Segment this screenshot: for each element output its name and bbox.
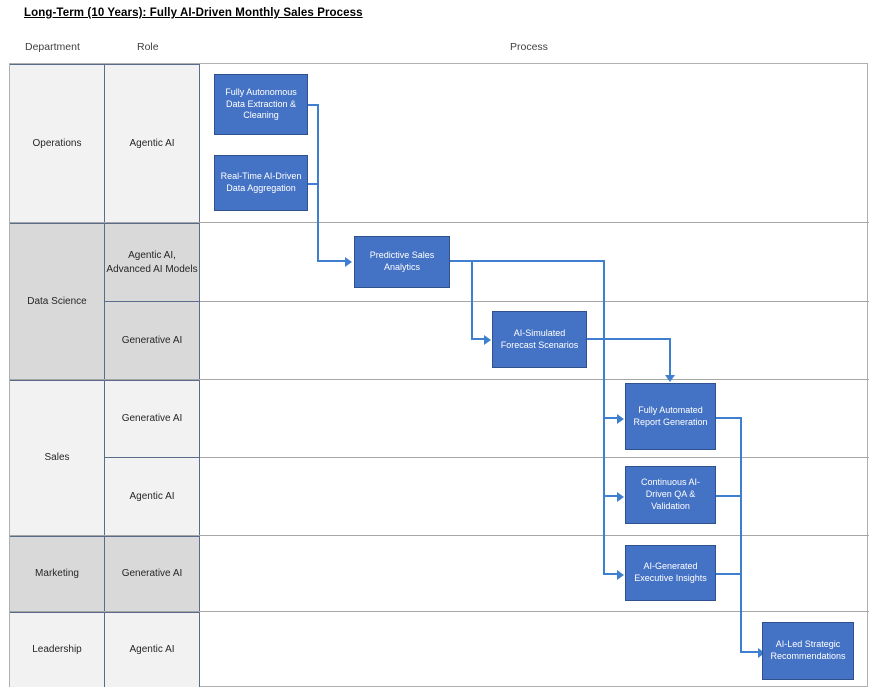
arrowhead-into-insights xyxy=(617,570,624,580)
arrowhead-into-qa xyxy=(617,492,624,502)
connector-predict-to-forecast-v xyxy=(471,260,473,339)
arrowhead-into-strategy xyxy=(758,648,765,658)
column-header-role: Role xyxy=(137,41,159,53)
connector-trunk-to-qa xyxy=(603,495,619,497)
process-node-strategy[interactable]: AI-Led Strategic Recommendations xyxy=(762,622,854,680)
column-header-process: Process xyxy=(510,41,548,53)
arrowhead-into-forecast xyxy=(484,335,491,345)
process-node-aggregate[interactable]: Real-Time AI-Driven Data Aggregation xyxy=(214,155,308,211)
department-cell-operations: Operations xyxy=(10,64,105,222)
connector-trunk-to-report xyxy=(603,417,619,419)
swimlane-band-leadership: Leadership Agentic AI xyxy=(10,612,869,687)
swimlane-band-sales: Sales Generative AI Agentic AI xyxy=(10,380,869,536)
connector-forecast-down xyxy=(669,338,671,376)
process-node-predict[interactable]: Predictive Sales Analytics xyxy=(354,236,450,288)
connector-report-out xyxy=(716,417,742,419)
process-node-qa[interactable]: Continuous AI-Driven QA & Validation xyxy=(625,466,716,524)
process-node-forecast[interactable]: AI-Simulated Forecast Scenarios xyxy=(492,311,587,368)
column-header-department: Department xyxy=(25,41,80,53)
department-cell-marketing: Marketing xyxy=(10,536,105,611)
arrowhead-forecast-into-report xyxy=(665,375,675,382)
role-cell-operations-agentic-ai: Agentic AI xyxy=(105,64,200,222)
arrowhead-into-report xyxy=(617,414,624,424)
role-cell-data-science-generative-ai: Generative AI xyxy=(105,302,200,379)
role-cell-leadership-agentic-ai: Agentic AI xyxy=(105,612,200,687)
connector-collector-trunk xyxy=(740,417,742,653)
connector-qa-out xyxy=(716,495,742,497)
connector-into-strategy xyxy=(740,651,762,653)
department-cell-leadership: Leadership xyxy=(10,612,105,687)
connector-aggregate-out xyxy=(308,183,319,185)
process-node-report[interactable]: Fully Automated Report Generation xyxy=(625,383,716,450)
connector-trunk-to-insights xyxy=(603,573,619,575)
page-title: Long-Term (10 Years): Fully AI-Driven Mo… xyxy=(24,7,363,19)
sub-row-divider xyxy=(200,457,869,458)
connector-predict-out xyxy=(450,260,605,262)
role-cell-data-science-advanced-models: Agentic AI, Advanced AI Models xyxy=(105,223,200,302)
role-cell-sales-generative-ai: Generative AI xyxy=(105,380,200,458)
arrowhead-into-predict xyxy=(345,257,352,267)
connector-extract-down xyxy=(317,104,319,260)
swimlane-grid: Operations Agentic AI Data Science Agent… xyxy=(9,63,869,687)
department-cell-data-science: Data Science xyxy=(10,223,105,379)
process-node-insights[interactable]: AI-Generated Executive Insights xyxy=(625,545,716,601)
connector-insights-out xyxy=(716,573,742,575)
sub-row-divider xyxy=(200,301,869,302)
swimlane-band-data-science: Data Science Agentic AI, Advanced AI Mod… xyxy=(10,223,869,380)
connector-forecast-out xyxy=(587,338,671,340)
swimlane-band-operations: Operations Agentic AI xyxy=(10,64,869,223)
role-cell-sales-agentic-ai: Agentic AI xyxy=(105,458,200,535)
connector-extract-out xyxy=(308,104,319,106)
department-cell-sales: Sales xyxy=(10,380,105,535)
swimlane-band-marketing: Marketing Generative AI xyxy=(10,536,869,612)
process-node-extract[interactable]: Fully Autonomous Data Extraction & Clean… xyxy=(214,74,308,135)
role-cell-marketing-generative-ai: Generative AI xyxy=(105,536,200,611)
connector-predict-to-forecast-h xyxy=(471,338,486,340)
connector-into-predict xyxy=(317,260,347,262)
